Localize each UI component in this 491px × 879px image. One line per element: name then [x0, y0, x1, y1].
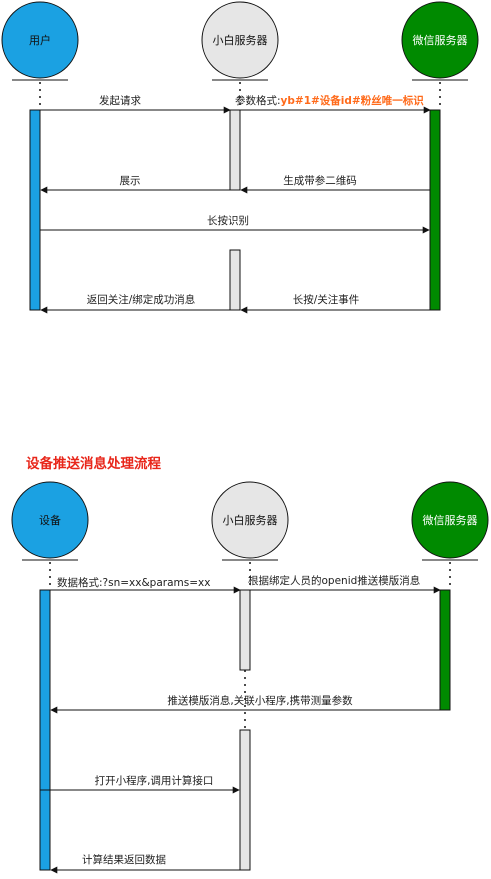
activation-xiaobai-2: [239, 729, 251, 871]
message-label: 长按识别: [207, 214, 249, 227]
param-format-prefix: 参数格式:: [235, 94, 281, 107]
actor-label: 微信服务器: [423, 513, 478, 527]
message-label: 展示: [120, 175, 141, 187]
activation-user: [29, 109, 41, 311]
actor-xiaobai-server: 小白服务器: [201, 1, 279, 81]
actor-user: 用户: [1, 1, 79, 81]
actor-wechat-server: 微信服务器: [401, 1, 479, 81]
diagram-2: 设备 小白服务器 微信服务器 数据格式:?sn=xx&params=xx 根据绑…: [11, 481, 489, 874]
actor-xiaobai-server: 小白服务器: [211, 481, 289, 561]
message-label: 返回关注/绑定成功消息: [87, 293, 196, 306]
actor-label: 小白服务器: [223, 513, 278, 527]
message-label: 数据格式:?sn=xx&params=xx: [57, 576, 210, 589]
message-label: 计算结果返回数据: [82, 853, 166, 866]
message-initiate-request: 发起请求: [40, 94, 231, 114]
actor-label: 微信服务器: [413, 33, 468, 47]
activation-wechat: [439, 589, 451, 711]
activation-xiaobai-1: [229, 109, 241, 191]
message-push-template-miniprogram: 推送模版消息,关联小程序,携带测量参数: [50, 694, 440, 714]
actor-label: 设备: [39, 513, 61, 527]
message-label: 长按/关注事件: [293, 293, 360, 306]
actor-label: 小白服务器: [213, 33, 268, 47]
actor-device: 设备: [11, 481, 89, 561]
message-label: 生成带参二维码: [283, 174, 357, 187]
message-label: 推送模版消息,关联小程序,携带测量参数: [167, 694, 353, 707]
activation-xiaobai-2: [229, 249, 241, 311]
activation-xiaobai-1: [239, 589, 251, 671]
message-display: 展示: [40, 175, 230, 194]
message-label: 打开小程序,调用计算接口: [95, 774, 214, 787]
message-label: 参数格式:yb#1#设备id#粉丝唯一标识: [235, 94, 424, 107]
message-generate-qrcode: 生成带参二维码: [240, 174, 430, 194]
message-open-miniprogram: 打开小程序,调用计算接口: [40, 774, 240, 794]
param-format-value: yb#1#设备id#粉丝唯一标识: [281, 94, 425, 107]
message-data-format: 数据格式:?sn=xx&params=xx: [50, 576, 241, 594]
message-return-bind-success: 返回关注/绑定成功消息: [40, 293, 230, 314]
activation-wechat: [429, 109, 441, 311]
diagram-1: 用户 小白服务器 微信服务器 发起请求 参数格式:yb#1#设备id#粉丝唯一标…: [1, 1, 479, 314]
message-follow-event: 长按/关注事件: [240, 293, 430, 314]
actor-wechat-server: 微信服务器: [411, 481, 489, 561]
actor-label: 用户: [29, 33, 51, 47]
message-long-press-scan: 长按识别: [40, 214, 430, 234]
message-param-format: 参数格式:yb#1#设备id#粉丝唯一标识: [235, 94, 431, 114]
message-label: 发起请求: [99, 94, 141, 107]
message-label: 根据绑定人员的openid推送模版消息: [248, 574, 420, 587]
section-title: 设备推送消息处理流程: [26, 456, 161, 472]
message-push-template: 根据绑定人员的openid推送模版消息: [248, 574, 441, 594]
activation-device: [39, 589, 51, 871]
message-calc-result: 计算结果返回数据: [50, 853, 240, 874]
